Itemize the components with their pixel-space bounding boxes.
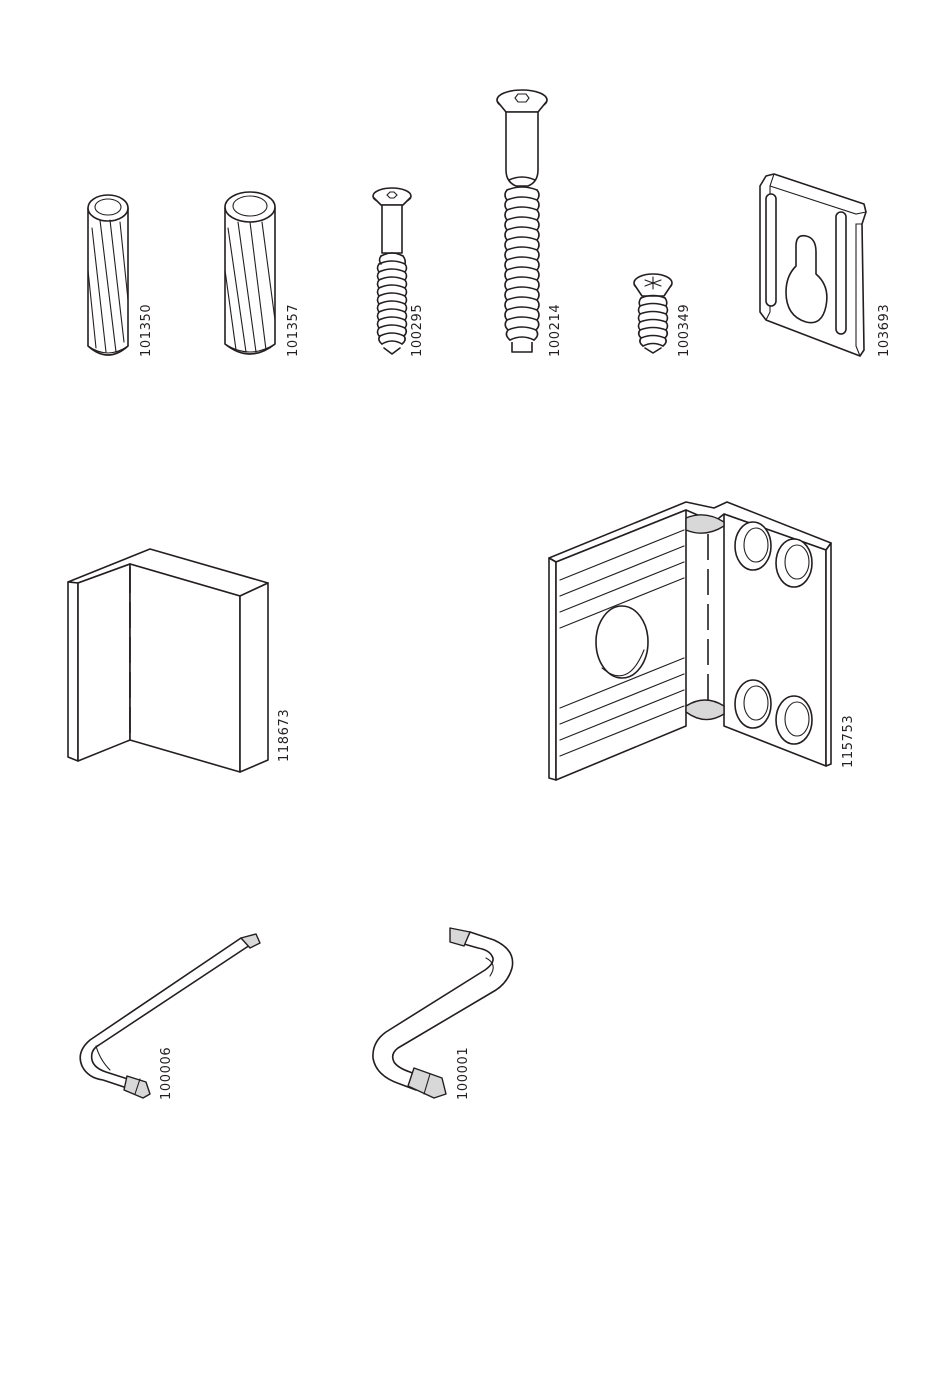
hex-head-screw-icon bbox=[497, 90, 547, 352]
part-number-103693: 103693 bbox=[877, 304, 892, 357]
allen-key-icon bbox=[373, 928, 513, 1098]
wooden-dowel-icon bbox=[88, 195, 128, 355]
angle-bracket-icon bbox=[549, 502, 831, 780]
part-number-100006: 100006 bbox=[159, 1047, 174, 1100]
part-number-100001: 100001 bbox=[456, 1047, 471, 1100]
part-number-101357: 101357 bbox=[286, 304, 301, 357]
wooden-dowel-icon bbox=[225, 192, 275, 354]
corner-block-icon bbox=[68, 549, 268, 772]
part-number-115753: 115753 bbox=[841, 715, 856, 768]
part-number-101350: 101350 bbox=[139, 304, 154, 357]
part-number-100214: 100214 bbox=[548, 304, 563, 357]
part-number-100295: 100295 bbox=[410, 304, 425, 357]
keyhole-plate-icon bbox=[760, 174, 866, 356]
hex-head-screw-icon bbox=[373, 188, 411, 354]
phillips-screw-icon bbox=[634, 274, 672, 353]
part-number-118673: 118673 bbox=[277, 709, 292, 762]
part-number-100349: 100349 bbox=[677, 304, 692, 357]
